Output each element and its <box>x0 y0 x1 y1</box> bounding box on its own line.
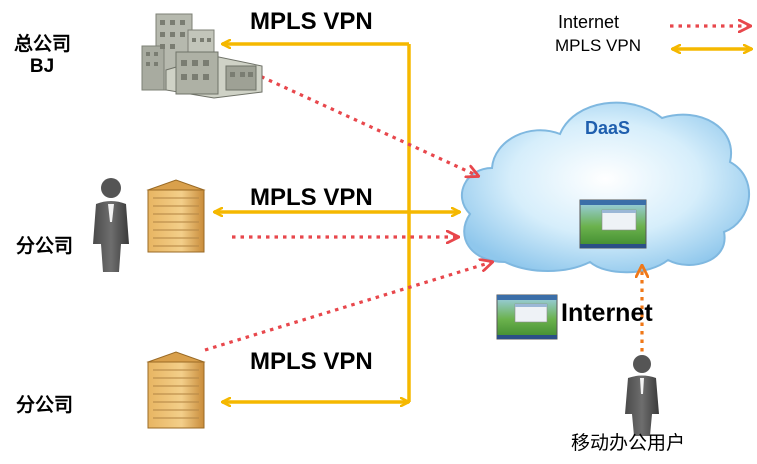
hq-buildings-icon <box>141 13 263 99</box>
internet-label: Internet <box>561 299 653 327</box>
cloud-desktop-screenshot-icon <box>579 199 647 249</box>
hq-label-line2: BJ <box>29 56 55 77</box>
hq-label-line1: 总公司 <box>14 34 72 55</box>
mpls-middle-label: MPLS VPN <box>250 184 373 211</box>
internet-branch2-arrow <box>204 262 492 352</box>
mpls-top-label: MPLS VPN <box>250 8 373 35</box>
branch1-building-icon <box>146 179 206 253</box>
mobile-user-person-icon <box>625 355 659 436</box>
branch2-label: 分公司 <box>16 395 74 416</box>
internet-hq-arrow <box>237 64 478 176</box>
mobile-desktop-screenshot-icon <box>496 294 558 340</box>
legend-internet-label: Internet <box>558 12 620 32</box>
branch-person-icon <box>93 178 129 272</box>
branch1-label: 分公司 <box>16 236 74 257</box>
mpls-bottom-label: MPLS VPN <box>250 348 373 375</box>
daas-cloud-label: DaaS <box>585 118 631 138</box>
hq-label: 总公司 BJ <box>14 34 72 78</box>
mobile-user-label: 移动办公用户 <box>571 433 686 454</box>
branch2-building-icon <box>146 351 206 429</box>
legend-mpls-label: MPLS VPN <box>555 36 641 55</box>
